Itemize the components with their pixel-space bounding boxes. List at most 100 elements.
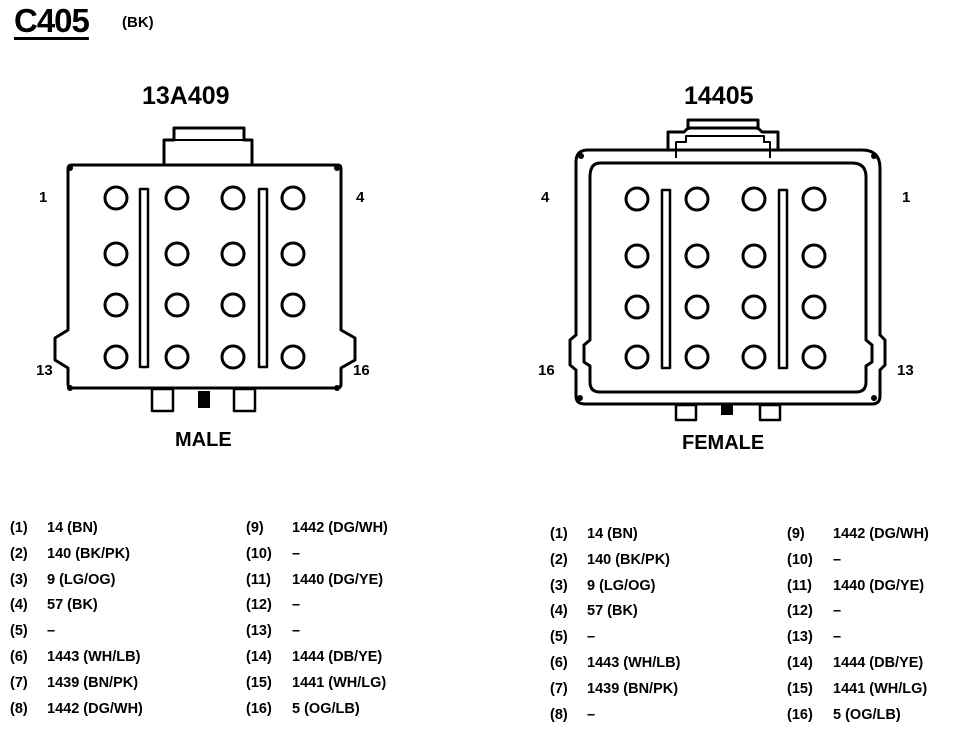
pin-number: (16) bbox=[787, 706, 813, 723]
pin-legend-item: (9) 1442 (DG/WH) bbox=[246, 520, 388, 536]
pin-number: (12) bbox=[787, 603, 813, 620]
pin-legend-item: (11)1440 (DG/YE) bbox=[246, 572, 383, 588]
pin-legend-item: (1) 14 (BN) bbox=[550, 526, 638, 542]
pin-legend-item: (15) 1441 (WH/LG) bbox=[246, 675, 386, 691]
female-connector-part-number: 14405 bbox=[684, 82, 754, 110]
female-connector-gender: FEMALE bbox=[682, 432, 765, 454]
pin-legend-item: (7) 1439 (BN/PK) bbox=[10, 675, 138, 691]
pin-circuit-description: 1439 (BN/PK) bbox=[587, 680, 679, 697]
pin-circuit-description: 1441 (WH/LG) bbox=[292, 674, 387, 691]
pin-legend-item: (16) 5 (OG/LB) bbox=[246, 701, 360, 717]
pin-number: (3) bbox=[550, 577, 568, 594]
pin-number: (9) bbox=[246, 520, 264, 536]
pin-circuit-description: 1442 (DG/WH) bbox=[833, 526, 929, 542]
female-corner-label-top-left: 4 bbox=[541, 189, 550, 206]
pin-number: (10) bbox=[787, 551, 813, 568]
pin-number: (7) bbox=[10, 674, 28, 691]
pin-number: (8) bbox=[10, 700, 28, 717]
pin-circuit-description: 1441 (WH/LG) bbox=[833, 680, 928, 697]
pin-circuit-description: 5 (OG/LB) bbox=[292, 700, 360, 717]
pin-number: (16) bbox=[246, 700, 272, 717]
pin-number: (7) bbox=[550, 680, 568, 697]
pin-legend-item: (2) 140 (BK/PK) bbox=[550, 552, 670, 568]
pin-legend-item: (6)1443 (WH/LB) bbox=[10, 649, 140, 665]
pin-legend-item: (14)1444 (DB/YE) bbox=[787, 655, 923, 671]
pin-legend-item: (3) 9 (LG/OG) bbox=[10, 572, 115, 588]
male-corner-label-top-right: 4 bbox=[356, 189, 365, 206]
male-corner-label-bottom-right: 16 bbox=[353, 362, 370, 379]
pin-legend-item: (5) – bbox=[550, 629, 595, 645]
pin-circuit-description: 14 (BN) bbox=[587, 526, 638, 542]
pin-number: (6) bbox=[10, 649, 28, 665]
pin-number: (13) bbox=[246, 623, 272, 640]
pin-circuit-description: – bbox=[833, 629, 842, 646]
pin-legend-item: (13)– bbox=[246, 623, 300, 639]
pin-number: (3) bbox=[10, 571, 28, 588]
pin-legend-item: (10) – bbox=[246, 546, 300, 562]
pin-number: (4) bbox=[10, 597, 28, 614]
pin-circuit-description: – bbox=[47, 623, 56, 640]
pin-circuit-description: 140 (BK/PK) bbox=[587, 551, 670, 568]
pin-number: (1) bbox=[10, 520, 28, 536]
pin-number: (4) bbox=[550, 603, 568, 620]
pin-circuit-description: 9 (LG/OG) bbox=[47, 571, 116, 588]
pin-number: (15) bbox=[246, 674, 272, 691]
pin-circuit-description: 1440 (DG/YE) bbox=[292, 571, 384, 588]
pin-circuit-description: 57 (BK) bbox=[587, 603, 638, 620]
pin-circuit-description: 9 (LG/OG) bbox=[587, 577, 656, 594]
pin-circuit-description: 1442 (DG/WH) bbox=[292, 520, 388, 536]
pin-circuit-description: – bbox=[587, 629, 596, 646]
connector-id-title: C405 bbox=[14, 2, 90, 39]
pin-legend-item: (11)1440 (DG/YE) bbox=[787, 578, 924, 594]
female-corner-label-bottom-right: 13 bbox=[897, 362, 914, 379]
female-pin-cavities bbox=[624, 186, 827, 370]
pin-circuit-description: – bbox=[292, 597, 301, 614]
pin-legend-item: (12) – bbox=[246, 597, 300, 613]
pin-number: (13) bbox=[787, 629, 813, 646]
pin-circuit-description: 1444 (DB/YE) bbox=[292, 649, 383, 665]
pin-number: (15) bbox=[787, 680, 813, 697]
pin-legend-item: (3) 9 (LG/OG) bbox=[550, 578, 655, 594]
pin-legend-item: (14) 1444 (DB/YE) bbox=[246, 649, 382, 665]
pin-circuit-description: 1439 (BN/PK) bbox=[47, 674, 139, 691]
pin-legend-item: (2)140 (BK/PK) bbox=[10, 546, 130, 562]
pin-circuit-description: 1444 (DB/YE) bbox=[833, 655, 924, 671]
pin-circuit-description: 1443 (WH/LB) bbox=[587, 655, 681, 671]
pin-legend-item: (7) 1439 (BN/PK) bbox=[550, 681, 678, 697]
male-corner-label-top-left: 1 bbox=[39, 189, 48, 206]
pin-legend-item: (6) 1443 (WH/LB) bbox=[550, 655, 680, 671]
pin-legend-item: (8)– bbox=[550, 707, 595, 723]
female-corner-label-top-right: 1 bbox=[902, 189, 911, 206]
pin-legend-item: (10) – bbox=[787, 552, 841, 568]
pin-number: (5) bbox=[10, 623, 28, 640]
pin-number: (9) bbox=[787, 526, 805, 542]
pin-circuit-description: 14 (BN) bbox=[47, 520, 98, 536]
pin-legend-item: (15) 1441 (WH/LG) bbox=[787, 681, 927, 697]
pin-number: (2) bbox=[550, 551, 568, 568]
pin-circuit-description: – bbox=[833, 551, 842, 568]
pin-legend-item: (9) 1442 (DG/WH) bbox=[787, 526, 929, 542]
pin-legend-item: (16) 5 (OG/LB) bbox=[787, 707, 901, 723]
pin-number: (11) bbox=[787, 577, 812, 594]
pin-number: (10) bbox=[246, 545, 272, 562]
pin-circuit-description: – bbox=[587, 706, 596, 723]
pin-number: (6) bbox=[550, 655, 568, 671]
pin-circuit-description: – bbox=[833, 603, 842, 620]
male-connector-housing bbox=[53, 126, 357, 413]
male-connector-part-number: 13A409 bbox=[142, 82, 230, 110]
pin-number: (12) bbox=[246, 597, 272, 614]
pin-number: (14) bbox=[246, 649, 272, 665]
pin-circuit-description: 57 (BK) bbox=[47, 597, 98, 614]
pin-number: (1) bbox=[550, 526, 568, 542]
pin-number: (2) bbox=[10, 545, 28, 562]
pin-legend-item: (5) – bbox=[10, 623, 55, 639]
pin-number: (5) bbox=[550, 629, 568, 646]
connector-color-code: (BK) bbox=[122, 14, 154, 31]
pin-legend-item: (4) 57 (BK) bbox=[10, 597, 98, 613]
pin-circuit-description: 5 (OG/LB) bbox=[833, 706, 901, 723]
pin-legend-item: (13) – bbox=[787, 629, 841, 645]
female-corner-label-bottom-left: 16 bbox=[538, 362, 555, 379]
female-connector-housing bbox=[568, 118, 887, 422]
pin-circuit-description: – bbox=[292, 545, 301, 562]
